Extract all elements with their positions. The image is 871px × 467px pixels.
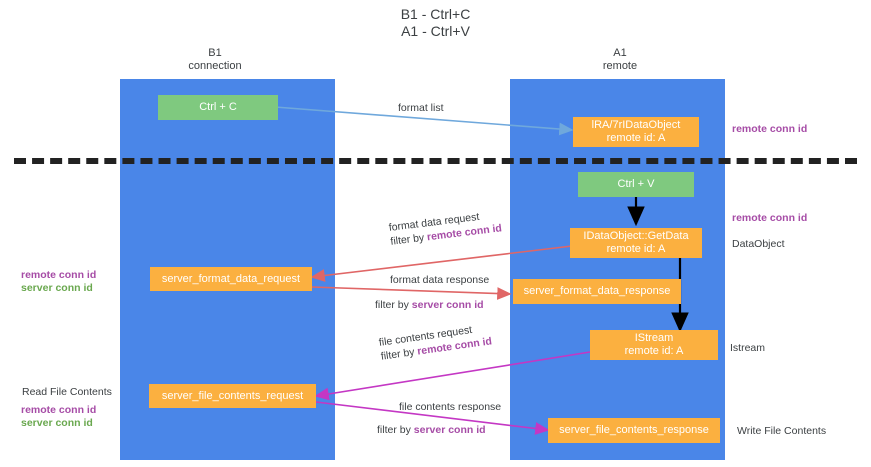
node-server-format-data-response[interactable]: server_format_data_response bbox=[513, 279, 681, 304]
annotation-left-server-conn-id-bottom: server conn id bbox=[21, 417, 93, 429]
node-server-file-contents-response[interactable]: server_file_contents_response bbox=[548, 418, 720, 443]
edge-label-format-data-response-filter-key: server conn id bbox=[411, 299, 484, 311]
annotation-left-remote-conn-id-bottom: remote conn id bbox=[21, 404, 97, 416]
annotation-remote-conn-id-top: remote conn id bbox=[732, 123, 808, 135]
edge-label-format-data-response-filter: filter by server conn id bbox=[375, 298, 484, 312]
phase-separator bbox=[14, 158, 857, 164]
annotation-dataobject: DataObject bbox=[732, 238, 785, 250]
edge-label-file-contents-response-filter-key: server conn id bbox=[413, 424, 486, 436]
node-istream[interactable]: IStream remote id: A bbox=[590, 330, 718, 360]
edge-label-format-data-request-group: format data request filter by remote con… bbox=[388, 207, 503, 248]
annotation-left-server-conn-id-mid: server conn id bbox=[21, 282, 93, 294]
edge-label-format-list: format list bbox=[398, 102, 444, 114]
edge-label-file-contents-request-group: file contents request filter by remote c… bbox=[378, 320, 493, 363]
edge-label-format-data-request-filter-prefix: filter by bbox=[389, 231, 428, 248]
node-ctrl-c[interactable]: Ctrl + C bbox=[158, 95, 278, 120]
edge-label-format-data-response-filter-prefix: filter by bbox=[375, 299, 412, 311]
edge-label-file-contents-response-filter: filter by server conn id bbox=[377, 423, 486, 437]
lane-header-a1: A1 remote bbox=[602, 47, 638, 72]
node-idataobject-getdata[interactable]: IDataObject::GetData remote id: A bbox=[570, 228, 702, 258]
annotation-write-file-contents: Write File Contents bbox=[737, 425, 827, 437]
edge-label-file-contents-response: file contents response bbox=[399, 401, 502, 413]
node-idataobject[interactable]: lRA/7rIDataObject remote id: A bbox=[573, 117, 699, 147]
edge-label-file-contents-request-filter-prefix: filter by bbox=[380, 345, 419, 363]
lane-header-b1: B1 connection bbox=[188, 47, 242, 72]
node-ctrl-v[interactable]: Ctrl + V bbox=[578, 172, 694, 197]
node-server-format-data-request[interactable]: server_format_data_request bbox=[150, 267, 312, 291]
connector-format-data-response bbox=[311, 286, 512, 300]
edge-label-format-data-response: format data response bbox=[390, 274, 490, 286]
page-title: B1 - Ctrl+C A1 - Ctrl+V bbox=[400, 6, 471, 39]
annotation-left-remote-conn-id-mid: remote conn id bbox=[21, 269, 97, 281]
annotation-read-file-contents: Read File Contents bbox=[22, 386, 112, 398]
edge-label-file-contents-response-filter-prefix: filter by bbox=[377, 424, 414, 436]
annotation-istream: Istream bbox=[730, 342, 766, 354]
annotation-remote-conn-id-mid: remote conn id bbox=[732, 212, 808, 224]
node-server-file-contents-request[interactable]: server_file_contents_request bbox=[149, 384, 316, 408]
